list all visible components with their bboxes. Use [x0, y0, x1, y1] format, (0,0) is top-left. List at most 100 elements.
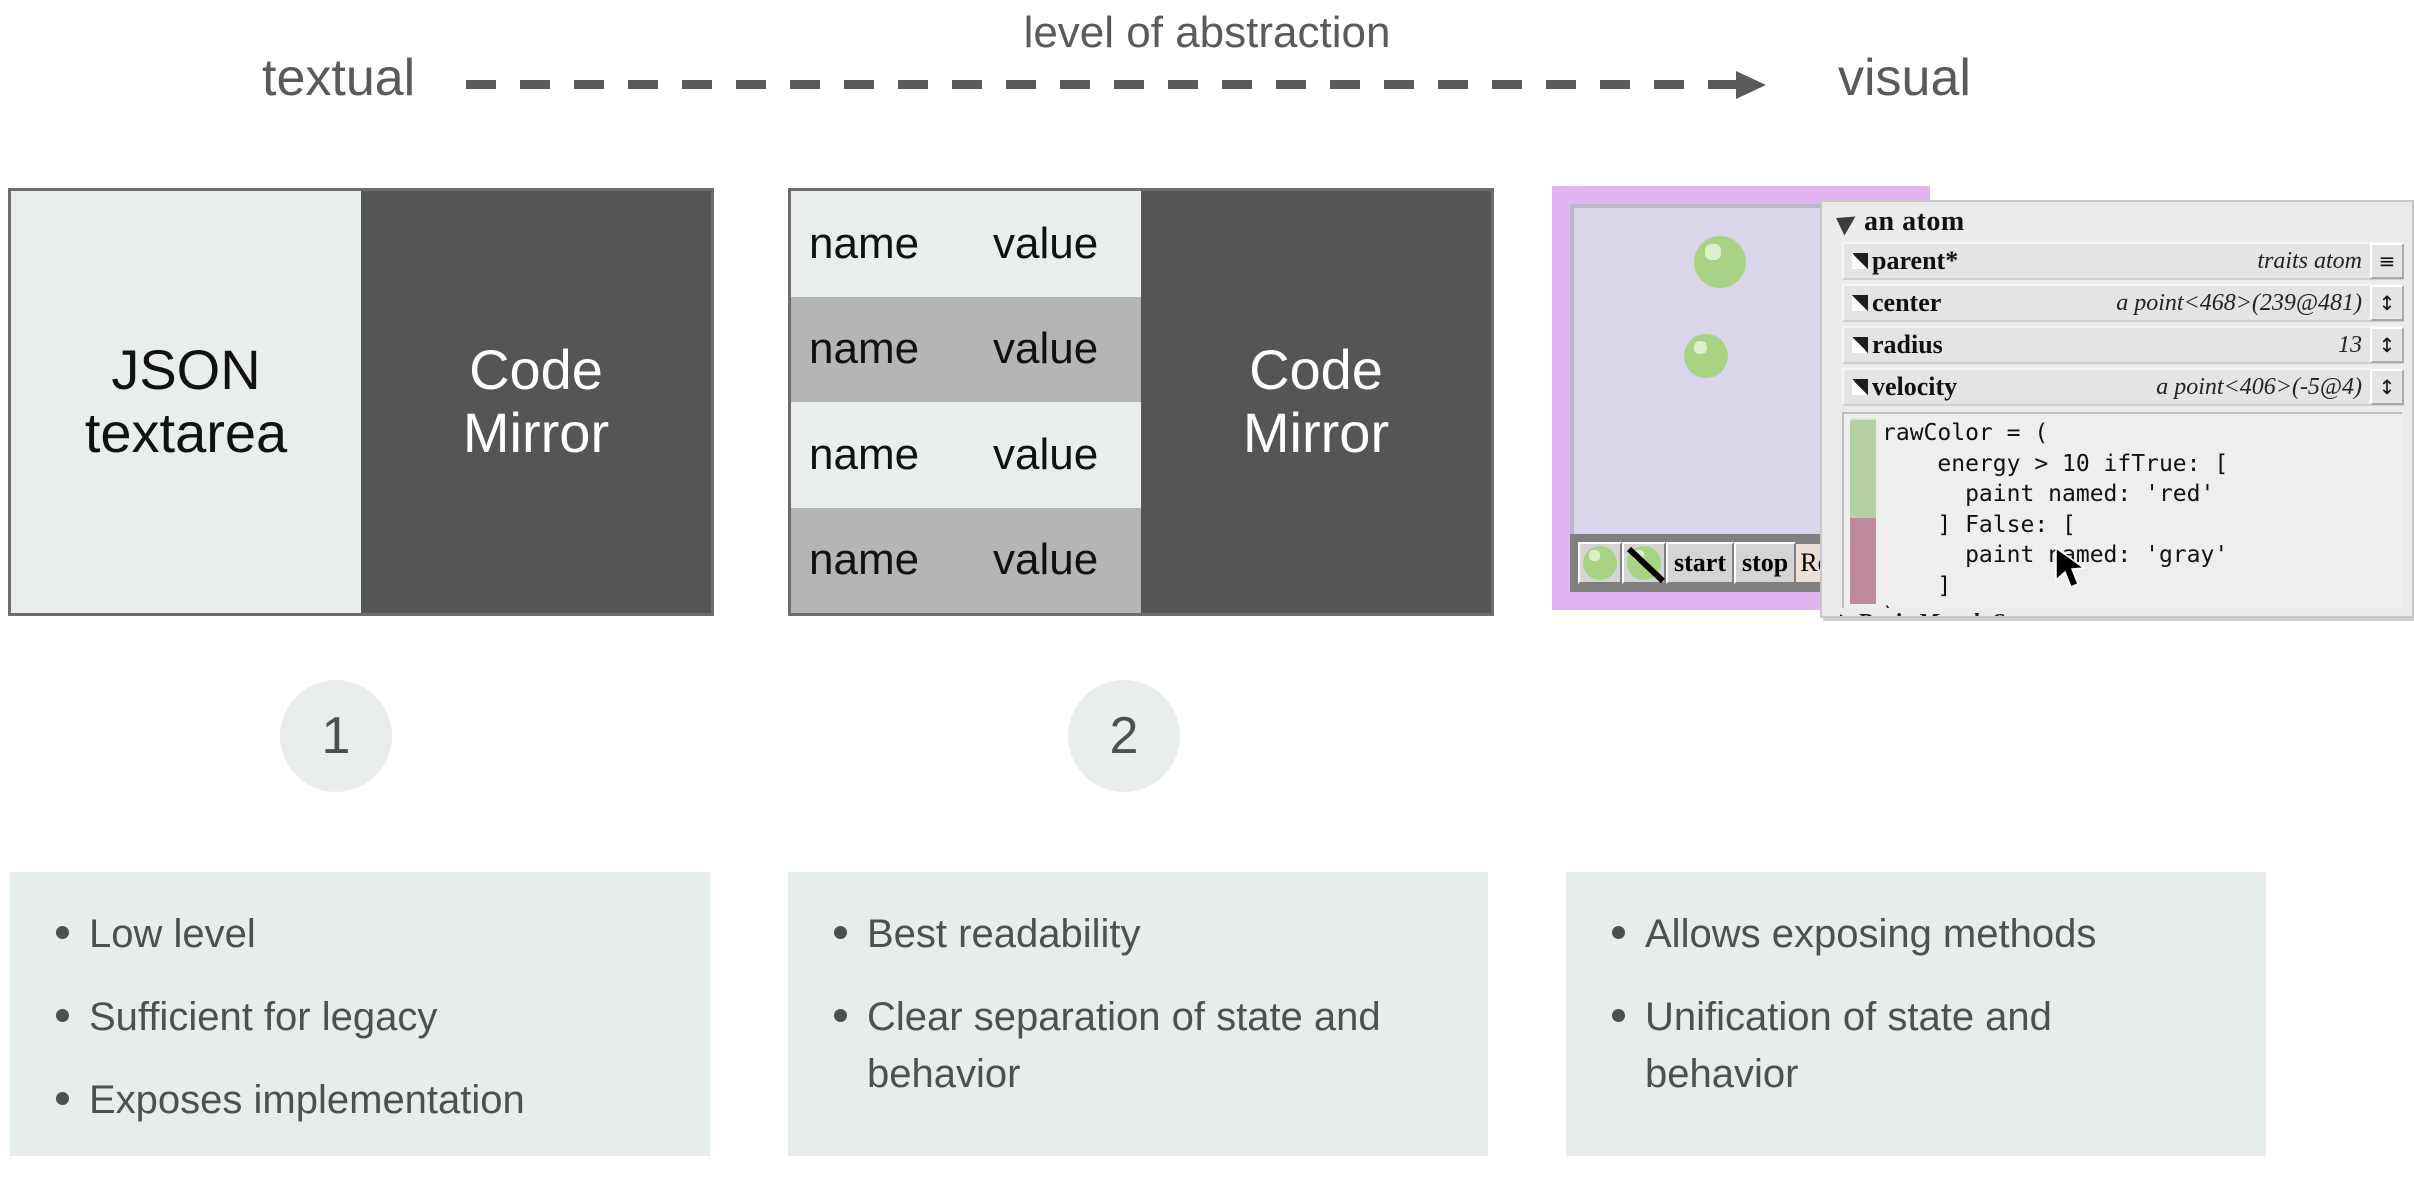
list-item: Best readability	[814, 906, 1462, 963]
footer-label: Basic Morph State	[1857, 610, 2041, 617]
axis-left-label: textual	[262, 49, 416, 107]
pin-icon[interactable]	[1852, 337, 1868, 353]
table-cell-name: name	[809, 429, 920, 479]
panel-morphic-inspector: start stop Resi an atom parent* traits a…	[1552, 186, 2414, 618]
bullet-dot-icon	[56, 926, 69, 939]
table-row[interactable]: name value	[791, 402, 1141, 508]
pros-cons-box-3: Allows exposing methods Unification of s…	[1566, 872, 2266, 1156]
table-cell-name: name	[809, 218, 920, 268]
pin-icon[interactable]	[1852, 253, 1868, 269]
bullet-dot-icon	[1612, 926, 1625, 939]
json-textarea-pane[interactable]: JSON textarea	[11, 191, 361, 613]
table-cell-value: value	[993, 535, 1099, 585]
field-menu-handle[interactable]: ≡	[2370, 243, 2404, 279]
field-value: traits atom	[2257, 247, 2362, 274]
pin-icon[interactable]	[1852, 379, 1868, 395]
json-textarea-label-line1: JSON	[111, 338, 261, 402]
code-editor[interactable]: rawColor = ( energy > 10 ifTrue: [ paint…	[1842, 412, 2402, 608]
list-item: Clear separation of state and behavior	[814, 989, 1462, 1103]
atom-morph[interactable]	[1694, 236, 1746, 288]
step-badge-2: 2	[1068, 680, 1180, 792]
list-item-text: Sufficient for legacy	[89, 994, 438, 1039]
field-name: parent*	[1872, 246, 1959, 275]
table-row[interactable]: name value	[791, 507, 1141, 613]
bullet-dot-icon	[56, 1008, 69, 1022]
field-value: a point<468>(239@481)	[2116, 289, 2362, 316]
bullet-dot-icon	[56, 1091, 69, 1105]
disclosure-triangle-icon[interactable]	[1840, 614, 1853, 616]
list-item-text: Low level	[89, 912, 256, 956]
panel-name-value-table: name value name value name value name va…	[788, 188, 1494, 616]
step-badge-1: 1	[280, 680, 392, 792]
table-row[interactable]: name value	[791, 296, 1141, 402]
field-spinner-handle[interactable]: ↕	[2370, 369, 2404, 405]
table-cell-name: name	[809, 324, 920, 374]
mouse-pointer-icon	[2055, 546, 2087, 588]
object-inspector-window[interactable]: an atom parent* traits atom ≡ center a p…	[1820, 200, 2414, 618]
code-source[interactable]: rawColor = ( energy > 10 ifTrue: [ paint…	[1882, 420, 2229, 608]
list-item: Allows exposing methods	[1592, 906, 2240, 963]
split-panel: name value name value name value name va…	[788, 188, 1494, 616]
code-mirror-pane[interactable]: Code Mirror	[361, 191, 711, 613]
code-mirror-label-line1: Code	[469, 338, 603, 402]
list-item-text: Unification of state and behavior	[1645, 994, 2052, 1096]
list-item: Low level	[36, 906, 684, 963]
inspector-row-radius[interactable]: radius 13 ↕	[1842, 326, 2404, 364]
code-mirror-pane[interactable]: Code Mirror	[1141, 191, 1491, 613]
code-mirror-label-line2: Mirror	[1242, 401, 1390, 464]
list-item: Sufficient for legacy	[36, 989, 684, 1046]
stop-button[interactable]: stop	[1733, 542, 1797, 584]
gutter-cancel-bar[interactable]	[1850, 518, 1876, 604]
gutter-accept-bar[interactable]	[1850, 418, 1876, 519]
inspector-row-parent[interactable]: parent* traits atom ≡	[1842, 242, 2404, 280]
start-button[interactable]: start	[1666, 542, 1734, 584]
bullet-dot-icon	[1612, 1008, 1625, 1022]
table-row[interactable]: name value	[791, 191, 1141, 297]
table-cell-name: name	[809, 535, 920, 585]
json-textarea-label-line2: textarea	[84, 401, 288, 464]
field-name: center	[1872, 288, 1942, 317]
axis-title: level of abstraction	[1023, 8, 1391, 57]
field-name: velocity	[1872, 372, 1958, 401]
pros-cons-box-1: Low level Sufficient for legacy Exposes …	[10, 872, 710, 1156]
name-value-table: name value name value name value name va…	[791, 191, 1141, 613]
panel-json-textarea: JSON textarea Code Mirror	[8, 188, 714, 616]
list-item-text: Exposes implementation	[89, 1077, 525, 1122]
field-value: 13	[2338, 331, 2362, 358]
halo-menu-icon[interactable]	[1830, 208, 1856, 236]
bullet-dot-icon	[834, 1008, 847, 1022]
inspector-field-list: parent* traits atom ≡ center a point<468…	[1822, 242, 2412, 406]
bullet-dot-icon	[834, 926, 847, 939]
list-item: Exposes implementation	[36, 1072, 684, 1129]
pin-icon[interactable]	[1852, 295, 1868, 311]
atom-morph[interactable]	[1684, 334, 1728, 378]
table-cell-value: value	[993, 218, 1099, 268]
axis-right-label: visual	[1838, 49, 1971, 107]
table-cell-value: value	[993, 324, 1099, 374]
dashed-line	[466, 80, 1741, 89]
inspector-row-velocity[interactable]: velocity a point<406>(-5@4) ↕	[1842, 368, 2404, 406]
inspector-footer-basic-morph-state[interactable]: Basic Morph State	[1822, 608, 2412, 617]
add-atom-button[interactable]	[1578, 542, 1622, 584]
remove-atom-button[interactable]	[1622, 542, 1666, 584]
arrow-right-icon	[1736, 71, 1766, 99]
atom-icon	[1583, 546, 1617, 580]
pros-cons-box-2: Best readability Clear separation of sta…	[788, 872, 1488, 1156]
axis-line	[466, 71, 1786, 99]
code-mirror-label-line1: Code	[1249, 338, 1383, 402]
list-item-text: Allows exposing methods	[1645, 912, 2097, 956]
field-spinner-handle[interactable]: ↕	[2370, 327, 2404, 363]
field-value: a point<406>(-5@4)	[2156, 373, 2362, 400]
field-name: radius	[1872, 330, 1943, 359]
list-item: Unification of state and behavior	[1592, 989, 2240, 1103]
inspector-titlebar[interactable]: an atom	[1822, 202, 2412, 242]
split-panel: JSON textarea Code Mirror	[8, 188, 714, 616]
inspector-row-center[interactable]: center a point<468>(239@481) ↕	[1842, 284, 2404, 322]
code-mirror-label-line2: Mirror	[462, 401, 610, 464]
code-gutter[interactable]	[1850, 418, 1876, 604]
field-spinner-handle[interactable]: ↕	[2370, 285, 2404, 321]
inspector-title: an atom	[1864, 206, 1965, 237]
list-item-text: Clear separation of state and behavior	[867, 994, 1381, 1096]
abstraction-axis: level of abstraction textual visual	[0, 0, 2414, 140]
list-item-text: Best readability	[867, 912, 1141, 956]
